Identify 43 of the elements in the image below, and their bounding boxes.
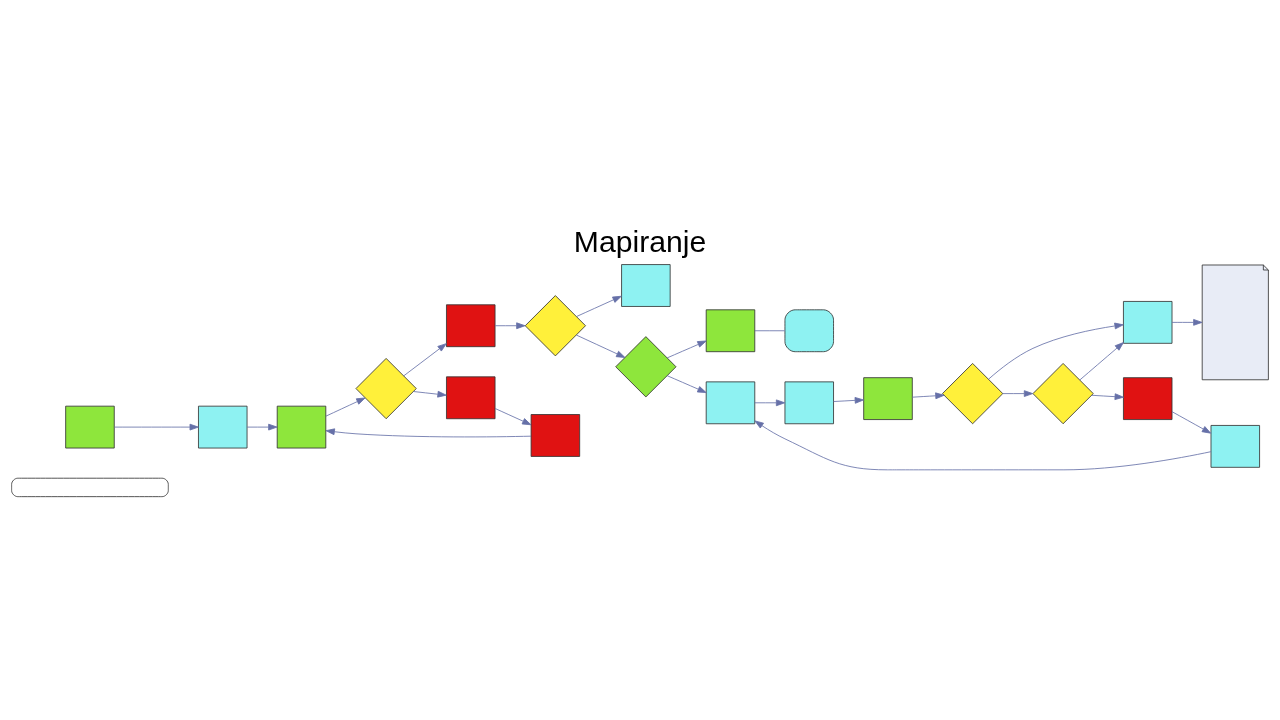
arrow	[666, 374, 707, 393]
arrow	[403, 342, 447, 376]
arrow	[988, 322, 1124, 380]
arrow	[666, 340, 707, 358]
node-box	[530, 413, 581, 457]
node-box	[1123, 376, 1173, 420]
arrow	[1079, 341, 1124, 380]
node-box	[863, 376, 913, 420]
node-box	[784, 308, 834, 352]
node-box	[1210, 424, 1260, 468]
arrow	[246, 423, 278, 430]
node-diamond	[524, 294, 586, 356]
node-box	[11, 477, 169, 497]
arrow	[1171, 410, 1212, 434]
arrow	[833, 396, 864, 404]
node-box	[784, 380, 834, 424]
arrow	[1002, 389, 1034, 397]
arrow	[325, 397, 366, 417]
node-box	[276, 405, 327, 448]
diagram-title: Mapiranje	[573, 224, 707, 258]
node-box	[1123, 300, 1173, 344]
node-box	[446, 303, 496, 347]
arrow	[576, 295, 622, 317]
node-box	[705, 380, 756, 424]
connector	[754, 329, 786, 331]
arrow	[754, 420, 1212, 470]
node-box	[198, 405, 248, 448]
node-diamond	[1032, 362, 1094, 424]
arrow	[114, 423, 199, 430]
node-box	[446, 375, 496, 419]
arrow	[325, 427, 532, 437]
arrow	[494, 321, 526, 329]
arrow	[1091, 392, 1124, 400]
node-box	[705, 308, 756, 352]
arrow	[494, 407, 532, 425]
arrow	[413, 390, 447, 398]
node-box	[621, 263, 671, 307]
node-diamond	[942, 362, 1004, 424]
arrow	[575, 334, 626, 358]
arrow	[754, 398, 786, 406]
arrow	[1171, 318, 1203, 326]
node-box	[65, 405, 115, 448]
arrow	[911, 391, 945, 399]
